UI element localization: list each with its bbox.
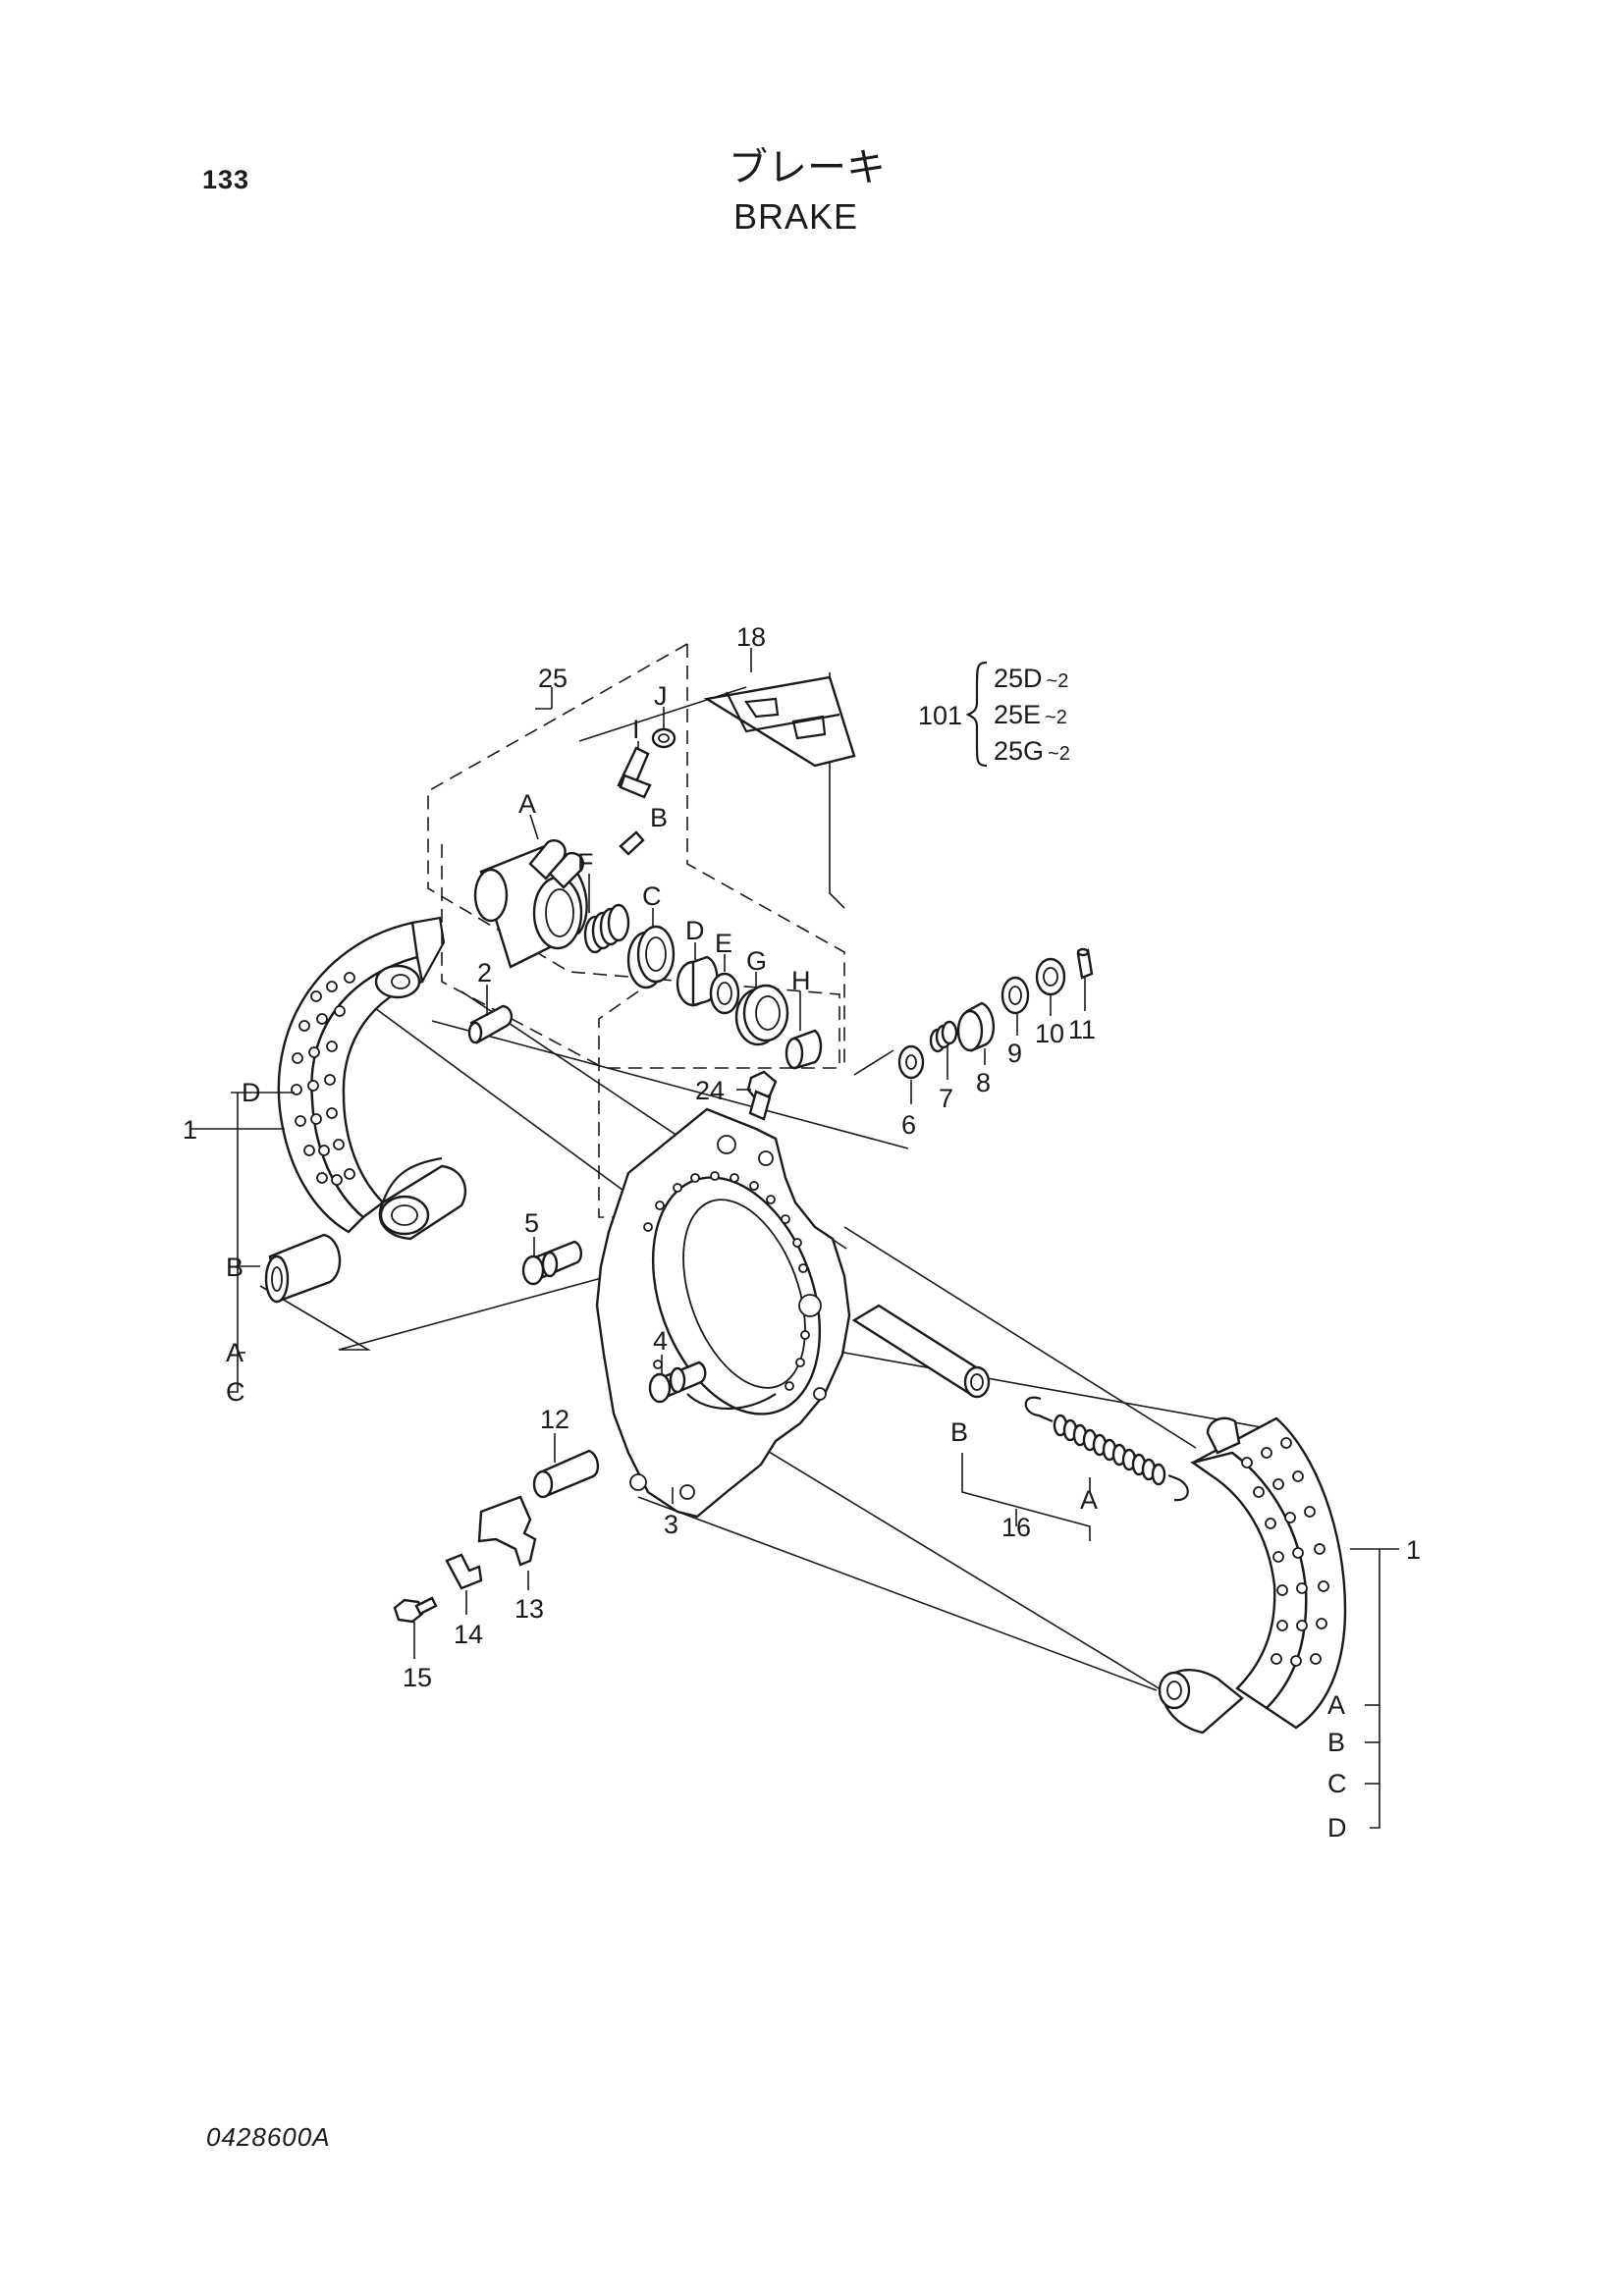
callout-4: 4 xyxy=(653,1326,668,1356)
callout-left-shoe-D: D xyxy=(242,1078,261,1107)
bolt-15 xyxy=(393,1596,438,1624)
callout-right-shoe-1: 1 xyxy=(1406,1535,1421,1565)
anchor-bolt-5 xyxy=(521,1240,582,1286)
right-shoe-rivet-holes xyxy=(1241,1437,1329,1667)
callout-spring-A: A xyxy=(1080,1485,1098,1515)
callout-25: 25 xyxy=(538,664,568,693)
left-shoe-bracket xyxy=(230,1093,239,1393)
backing-plate-3 xyxy=(595,1107,851,1519)
callout-cylinder-G: G xyxy=(746,946,767,976)
callout-right-shoe-C: C xyxy=(1327,1769,1347,1798)
bleeder-cap-J xyxy=(651,727,676,749)
bleeder-screw-I xyxy=(617,746,652,799)
leader-lower-axis xyxy=(637,1496,1158,1691)
leader-backplate-to-right-shoe xyxy=(843,1352,1268,1429)
callout-3: 3 xyxy=(664,1510,678,1539)
bolt-24 xyxy=(746,1070,778,1121)
left-brake-shoe xyxy=(277,916,467,1241)
callout-18: 18 xyxy=(736,622,766,652)
leader-lower-right xyxy=(745,1437,1184,1704)
clip-13 xyxy=(477,1495,537,1567)
left-shoe-rivet-holes xyxy=(291,972,355,1186)
page-title: BRAKE xyxy=(733,196,859,237)
leader-adjuster xyxy=(853,1049,894,1076)
washer-9 xyxy=(1001,976,1030,1015)
callout-6: 6 xyxy=(901,1110,916,1140)
callout-cylinder-E: E xyxy=(715,929,732,958)
sleeve-8 xyxy=(956,1001,995,1052)
callout-2: 2 xyxy=(477,958,492,988)
ring-E xyxy=(709,972,740,1015)
group-25-boundary-inner xyxy=(686,644,845,1068)
retainer-14 xyxy=(445,1553,483,1590)
callout-left-shoe-C: C xyxy=(226,1377,245,1407)
left-shoe-bushing xyxy=(264,1233,342,1304)
fitting-B xyxy=(619,830,645,856)
leader-16-bracket xyxy=(961,1453,1091,1541)
return-spring-coils xyxy=(1053,1414,1166,1486)
callout-cylinder-C: C xyxy=(642,881,662,911)
kit-101-item-1: 25E~2 xyxy=(994,700,1067,729)
callout-left-shoe-A: A xyxy=(226,1338,243,1367)
callout-16: 16 xyxy=(1001,1513,1031,1542)
kit-101-item-2: 25G~2 xyxy=(994,736,1070,766)
callout-right-shoe-B: B xyxy=(1327,1728,1345,1757)
callout-101: 101 xyxy=(918,701,962,730)
callout-spring-B: B xyxy=(950,1417,968,1447)
callout-right-shoe-D: D xyxy=(1327,1813,1347,1842)
callout-7: 7 xyxy=(939,1084,953,1113)
callout-cylinder-I: I xyxy=(632,715,640,744)
callout-right-shoe-A: A xyxy=(1327,1690,1345,1720)
pin-11 xyxy=(1076,947,1094,980)
shim-plate-18 xyxy=(703,675,856,768)
kit-101-brace xyxy=(965,661,988,768)
leader-shoe-to-pin xyxy=(431,1020,909,1149)
callout-15: 15 xyxy=(403,1663,432,1692)
right-shoe-bracket xyxy=(1350,1548,1380,1829)
callout-cylinder-B: B xyxy=(650,803,668,832)
washer-10 xyxy=(1035,957,1066,996)
callout-cylinder-D: D xyxy=(685,916,705,945)
leader-A xyxy=(529,814,539,840)
leader-bushing-b xyxy=(259,1275,610,1351)
callout-13: 13 xyxy=(514,1594,544,1624)
callout-cylinder-H: H xyxy=(791,966,811,995)
spring-7 xyxy=(929,1020,958,1053)
washer-6 xyxy=(897,1044,925,1080)
callout-12: 12 xyxy=(540,1405,569,1434)
callout-cylinder-J: J xyxy=(654,681,668,711)
pin-2 xyxy=(467,1004,514,1044)
wheel-cylinder-25 xyxy=(473,839,588,969)
cup-C xyxy=(626,925,676,989)
return-spring-16 xyxy=(1024,1396,1189,1502)
adjuster-sleeve xyxy=(851,1304,991,1399)
callout-cylinder-A: A xyxy=(518,789,536,819)
callout-8: 8 xyxy=(976,1068,991,1097)
drawing-code: 0428600A xyxy=(206,2122,331,2152)
page-number: 133 xyxy=(202,165,250,194)
pin-12 xyxy=(532,1449,600,1499)
callout-14: 14 xyxy=(454,1620,483,1649)
rod-H xyxy=(784,1029,823,1070)
callout-cylinder-F: F xyxy=(577,848,594,878)
callout-11: 11 xyxy=(1068,1015,1096,1044)
right-brake-shoe xyxy=(1158,1416,1347,1735)
page-title-japanese: ブレーキ xyxy=(729,146,886,189)
leader-spring-axis xyxy=(843,1226,1197,1449)
callout-left-shoe-1: 1 xyxy=(183,1115,197,1145)
anchor-bolt-4 xyxy=(648,1361,707,1404)
kit-101-item-0: 25D~2 xyxy=(994,664,1068,693)
callout-24: 24 xyxy=(695,1076,725,1105)
boot-G xyxy=(734,984,789,1046)
callout-10: 10 xyxy=(1035,1019,1064,1048)
callout-5: 5 xyxy=(524,1208,539,1238)
callout-left-shoe-B: B xyxy=(226,1253,243,1282)
callout-9: 9 xyxy=(1007,1039,1022,1068)
spring-F xyxy=(583,903,630,954)
